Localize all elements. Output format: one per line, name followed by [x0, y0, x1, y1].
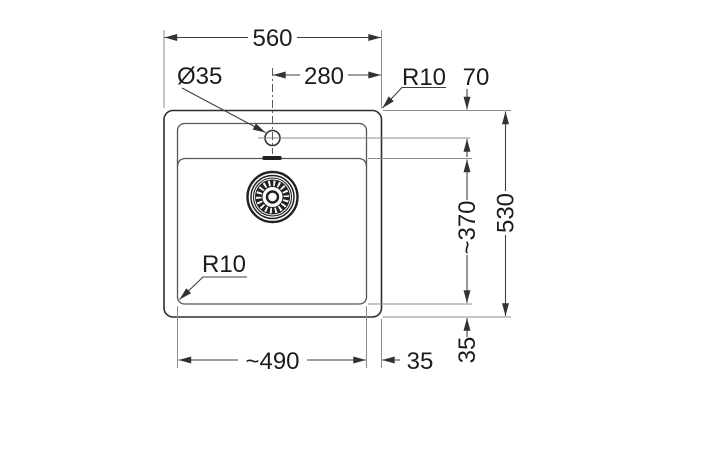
- drain-strainer: [246, 170, 299, 224]
- corner-radius-bottom-label: R10: [202, 251, 246, 278]
- dim-total-depth: 530: [493, 111, 520, 317]
- extension-lines: [163, 30, 511, 368]
- dim-faucet-hole-diameter: Ø35: [177, 63, 266, 133]
- dim-faucet-offset-label: 280: [304, 63, 344, 90]
- dim-bowl-width-label: ~490: [245, 348, 299, 375]
- corner-radius-top-label: R10: [402, 64, 446, 91]
- sink-body: [163, 109, 383, 318]
- dim-bowl-to-edge-right: 35: [381, 348, 434, 375]
- dim-bowl-width: ~490: [178, 348, 367, 375]
- dim-corner-radius-top: R10: [382, 64, 446, 109]
- overflow-slot: [262, 156, 282, 160]
- dim-total-width-label: 560: [252, 25, 292, 52]
- dim-bowl-depth-label: ~370: [454, 200, 481, 254]
- dim-bowl-to-edge-bottom-label: 35: [454, 337, 481, 364]
- dim-corner-radius-bottom: R10: [179, 251, 247, 300]
- dim-bowl-to-edge-bottom: 35: [454, 317, 481, 364]
- dim-total-width: 560: [164, 25, 382, 52]
- dim-total-depth-label: 530: [493, 193, 520, 233]
- sink-outer-edge: [163, 109, 383, 318]
- dim-bowl-depth: ~370: [454, 159, 481, 304]
- dim-faucet-from-top-label: 70: [463, 64, 490, 91]
- dim-faucet-offset: 280: [272, 63, 382, 90]
- dim-faucet-from-top: 70: [463, 64, 490, 157]
- faucet-hole-diameter-label: Ø35: [177, 63, 222, 90]
- dim-bowl-to-edge-right-label: 35: [407, 348, 434, 375]
